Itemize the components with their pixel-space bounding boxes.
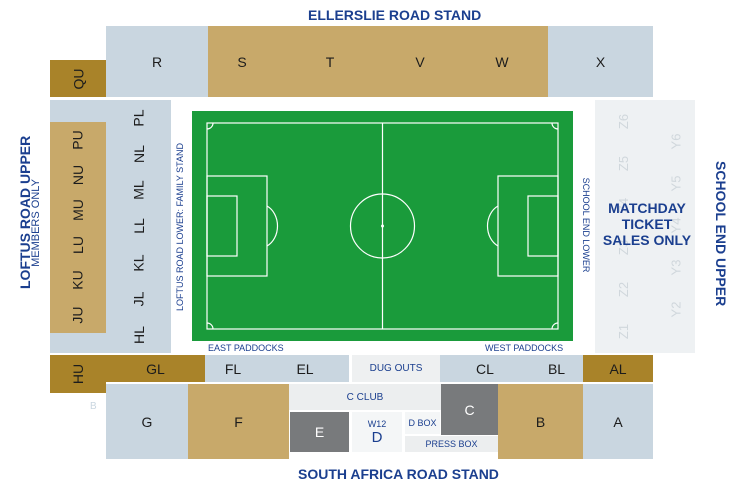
section-f[interactable]: F <box>188 384 289 459</box>
football-pitch <box>192 111 573 341</box>
section-v[interactable]: V <box>384 26 456 97</box>
centre-spot <box>381 224 384 228</box>
section-t[interactable]: T <box>276 26 384 97</box>
right-six-yard-box <box>527 195 559 257</box>
section-nu[interactable]: NU <box>69 164 86 185</box>
press-box-label: PRESS BOX <box>425 439 478 449</box>
d-box-label: D BOX <box>408 418 437 428</box>
right-penalty-arc <box>486 205 499 247</box>
section-qu[interactable]: QU <box>50 60 106 97</box>
west-paddocks-label: WEST PADDOCKS <box>485 343 564 353</box>
section-c[interactable]: C <box>441 384 498 435</box>
left-penalty-arc <box>266 205 279 247</box>
w12-label: W12 <box>367 418 387 429</box>
corner-arc-tr <box>551 122 559 130</box>
section-y2[interactable]: Y2 <box>668 301 684 317</box>
left-six-yard-box <box>206 195 238 257</box>
dug-outs: DUG OUTS <box>352 355 440 382</box>
section-t-label: T <box>325 53 335 70</box>
section-lu[interactable]: LU <box>70 236 86 254</box>
section-a[interactable]: A <box>583 384 653 459</box>
section-e[interactable]: E <box>290 412 349 452</box>
section-hl[interactable]: HL <box>130 325 147 344</box>
section-ll[interactable]: LL <box>130 218 147 235</box>
south-africa-road-stand-title: SOUTH AFRICA ROAD STAND <box>298 466 499 482</box>
section-f-label: F <box>234 413 243 430</box>
upper-west-block[interactable]: PU NU MU LU KU JU <box>50 122 106 333</box>
section-y6[interactable]: Y6 <box>668 133 684 149</box>
section-w-label: W <box>495 53 509 70</box>
section-b[interactable]: B <box>498 384 583 459</box>
section-v-label: V <box>415 53 425 70</box>
section-x[interactable]: X <box>548 26 653 97</box>
section-bl-label: BL <box>547 360 566 377</box>
corner-arc-br <box>551 322 559 330</box>
section-r[interactable]: R <box>106 26 208 97</box>
section-x-label: X <box>595 53 606 70</box>
dug-outs-label: DUG OUTS <box>369 363 423 374</box>
c-club-label: C CLUB <box>346 391 384 403</box>
section-cl[interactable]: CL <box>440 355 530 382</box>
east-paddocks-label: EAST PADDOCKS <box>208 343 284 353</box>
section-gl-label: GL <box>146 360 165 377</box>
corner-arc-tl <box>206 122 214 130</box>
section-fl-label: FL <box>224 360 242 377</box>
section-el[interactable]: EL <box>261 355 349 382</box>
section-pl[interactable]: PL <box>130 109 147 127</box>
section-nl[interactable]: NL <box>130 145 147 164</box>
section-y3[interactable]: Y3 <box>668 259 684 275</box>
section-a-label: A <box>613 413 623 430</box>
section-s[interactable]: S <box>208 26 276 97</box>
section-d[interactable]: W12 D <box>352 412 402 452</box>
section-d-label: D <box>371 428 383 446</box>
section-w[interactable]: W <box>456 26 548 97</box>
section-cl-label: CL <box>476 360 494 377</box>
section-c-label: C <box>464 401 475 418</box>
matchday-ticket-note: MATCHDAY TICKET SALES ONLY <box>602 200 692 248</box>
section-e-label: E <box>314 424 325 440</box>
corner-arc-bl <box>206 322 214 330</box>
ellerslie-road-stand-title: ELLERSLIE ROAD STAND <box>308 7 482 23</box>
school-end-upper-block[interactable]: Z6 Z5 Z4 Z3 Z2 Z1 Y6 Y5 Y4 Y3 Y2 MATCHDA… <box>595 100 695 353</box>
section-z6[interactable]: Z6 <box>616 113 632 129</box>
section-al[interactable]: AL <box>583 355 653 382</box>
loftus-lower-family-label: LOFTUS ROAD LOWER: FAMILY STAND <box>175 142 185 312</box>
section-ju[interactable]: JU <box>70 306 86 324</box>
section-qu-label: QU <box>70 68 86 89</box>
section-g-label: G <box>141 413 153 430</box>
centre-circle <box>349 193 416 259</box>
section-z1[interactable]: Z1 <box>616 324 632 340</box>
section-fl[interactable]: FL <box>205 355 261 382</box>
section-jl[interactable]: JL <box>130 291 147 307</box>
section-s-label: S <box>237 53 247 70</box>
section-al-label: AL <box>609 360 627 377</box>
section-z2[interactable]: Z2 <box>616 282 632 298</box>
section-g[interactable]: G <box>106 384 188 459</box>
section-hu-label: HU <box>69 363 86 385</box>
section-ml[interactable]: ML <box>130 180 147 201</box>
section-gl[interactable]: GL <box>106 355 205 382</box>
pitch-markings <box>206 122 559 330</box>
section-mu[interactable]: MU <box>70 199 86 221</box>
section-y5[interactable]: Y5 <box>668 175 684 191</box>
section-kl[interactable]: KL <box>130 254 147 272</box>
d-box[interactable]: D BOX <box>405 412 440 434</box>
section-bl[interactable]: BL <box>530 355 583 382</box>
section-pu[interactable]: PU <box>69 129 86 150</box>
lower-west-block[interactable]: PL NL ML LL KL JL HL <box>106 100 171 353</box>
section-ku[interactable]: KU <box>69 270 86 290</box>
school-end-upper-label: SCHOOL END UPPER <box>713 161 729 307</box>
members-only-label: MEMBERS ONLY <box>30 179 42 267</box>
section-b-label: B <box>535 413 546 430</box>
school-end-lower-label: SCHOOL END LOWER <box>581 177 591 273</box>
section-z5[interactable]: Z5 <box>616 155 632 171</box>
b-marker: B <box>90 401 97 412</box>
section-hu[interactable]: HU <box>50 355 106 393</box>
section-el-label: EL <box>296 360 314 377</box>
c-club[interactable]: C CLUB <box>289 384 441 410</box>
upper-west-bottom-strip <box>50 333 106 353</box>
section-r-label: R <box>151 53 163 70</box>
press-box[interactable]: PRESS BOX <box>405 436 498 452</box>
upper-west-top-strip <box>50 100 106 122</box>
